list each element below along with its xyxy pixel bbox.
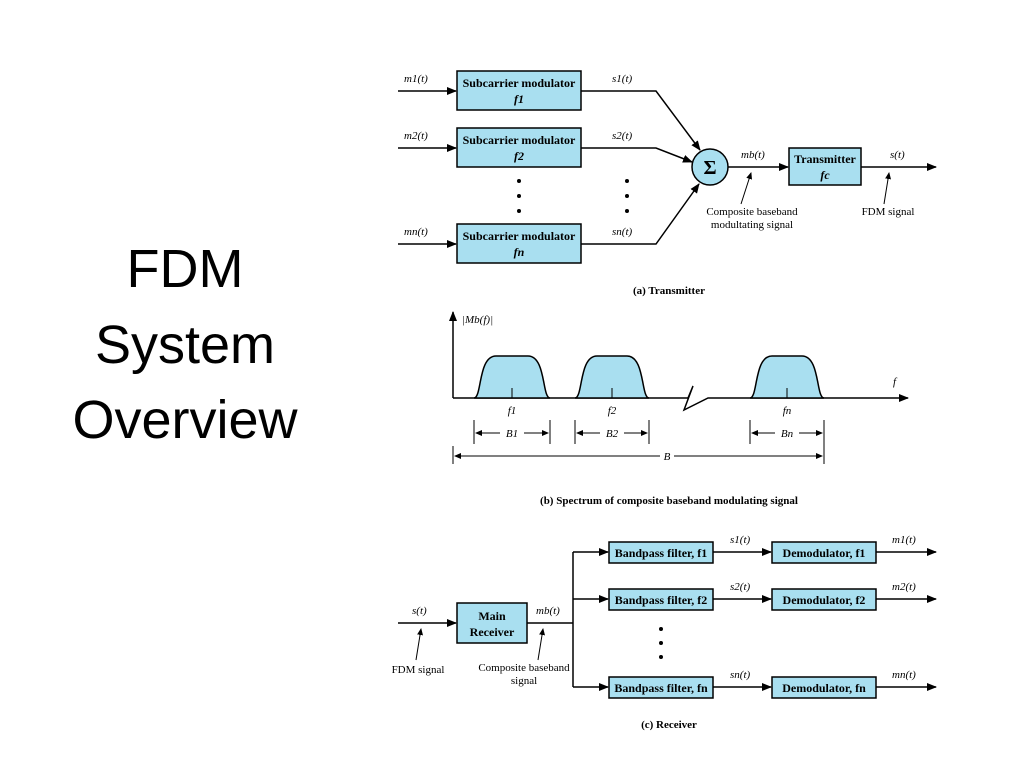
tx-output-signal: s(t) bbox=[890, 149, 905, 161]
baseband-note-2: modultating signal bbox=[711, 219, 793, 231]
title-line-3: Overview bbox=[72, 390, 298, 451]
baseband-note-1: Composite baseband bbox=[706, 206, 798, 218]
modulator-2-freq: f2 bbox=[514, 149, 524, 163]
tx-input-2: m2(t) bbox=[404, 130, 428, 142]
summer-symbol: Σ bbox=[703, 157, 716, 179]
demodulator-2-label: Demodulator, f2 bbox=[783, 593, 866, 607]
rx-baseband-pointer bbox=[537, 628, 546, 661]
modulator-1-freq: f1 bbox=[514, 92, 524, 106]
rx-baseband-signal: mb(t) bbox=[536, 605, 560, 617]
total-bandwidth: B bbox=[664, 451, 671, 463]
receiver-diagram: s(t) FDM signal Main Receiver mb(t) Comp… bbox=[392, 534, 937, 731]
fdm-pointer bbox=[883, 172, 892, 205]
rx-dots bbox=[659, 627, 663, 631]
bandpass-filter-n-label: Bandpass filter, fn bbox=[614, 681, 708, 695]
rx-output-1: m1(t) bbox=[892, 534, 916, 546]
transmitter-caption: (a) Transmitter bbox=[633, 285, 705, 297]
demodulator-1-label: Demodulator, f1 bbox=[783, 546, 866, 560]
transmitter-diagram: m1(t) m2(t) mn(t) Subcarrier modulator f… bbox=[398, 70, 937, 297]
bandwidth-n: Bn bbox=[781, 428, 794, 440]
transmitter-label: Transmitter bbox=[794, 152, 856, 166]
tx-input-3: mn(t) bbox=[404, 226, 428, 238]
main-receiver-line-2: Receiver bbox=[470, 625, 515, 639]
spectrum-center-2: f2 bbox=[608, 405, 617, 417]
slide-title: FDM System Overview bbox=[40, 232, 330, 459]
tx-output-n: sn(t) bbox=[612, 226, 633, 238]
transmitter-freq: fc bbox=[820, 168, 830, 182]
tx-input-1: m1(t) bbox=[404, 73, 428, 85]
tx-output-note: FDM signal bbox=[862, 206, 915, 218]
modulator-n-label: Subcarrier modulator bbox=[463, 229, 576, 243]
tx-path-2 bbox=[581, 147, 693, 163]
tx-path-1 bbox=[581, 90, 701, 151]
modulator-1-label: Subcarrier modulator bbox=[463, 76, 576, 90]
tx-baseband-signal: mb(t) bbox=[741, 149, 765, 161]
tx-output-2: s2(t) bbox=[612, 130, 633, 142]
bandwidth-2: B2 bbox=[606, 428, 619, 440]
spectrum-center-1: f1 bbox=[508, 405, 517, 417]
tx-dots-right bbox=[625, 179, 629, 183]
rx-filter-output-n: sn(t) bbox=[730, 669, 751, 681]
rx-fdm-pointer bbox=[415, 628, 424, 661]
spectrum-center-n: fn bbox=[783, 405, 792, 417]
spectrum-caption: (b) Spectrum of composite baseband modul… bbox=[540, 495, 798, 507]
spectrum-y-label: |Mb(f)| bbox=[462, 314, 493, 326]
demodulator-n-label: Demodulator, fn bbox=[782, 681, 866, 695]
modulator-2-label: Subcarrier modulator bbox=[463, 133, 576, 147]
subcarrier-modulator-n bbox=[456, 223, 582, 264]
baseband-pointer bbox=[740, 172, 753, 205]
rx-filter-output-1: s1(t) bbox=[730, 534, 751, 546]
rx-output-n: mn(t) bbox=[892, 669, 916, 681]
spectrum-band-2 bbox=[574, 355, 650, 399]
receiver-caption: (c) Receiver bbox=[641, 719, 697, 731]
tx-path-n bbox=[581, 183, 700, 245]
rx-baseband-note-1: Composite baseband bbox=[478, 662, 570, 674]
title-line-2: System bbox=[94, 314, 276, 375]
spectrum-diagram: |Mb(f)| f f1 f2 fn B1 B2 Bn B (b) S bbox=[449, 311, 909, 507]
main-receiver-box bbox=[456, 602, 528, 644]
subcarrier-modulator-1 bbox=[456, 70, 582, 111]
bandpass-filter-2-label: Bandpass filter, f2 bbox=[615, 593, 708, 607]
rx-filter-output-2: s2(t) bbox=[730, 581, 751, 593]
tx-output-1: s1(t) bbox=[612, 73, 633, 85]
tx-dots-left bbox=[517, 179, 521, 183]
spectrum-band-n bbox=[749, 355, 825, 399]
rx-baseband-note-2: signal bbox=[511, 675, 537, 687]
modulator-n-freq: fn bbox=[514, 245, 525, 259]
rx-input-signal: s(t) bbox=[412, 605, 427, 617]
bandwidth-1: B1 bbox=[506, 428, 518, 440]
spectrum-x-label: f bbox=[893, 376, 898, 388]
rx-input-note: FDM signal bbox=[392, 664, 445, 676]
rx-output-2: m2(t) bbox=[892, 581, 916, 593]
bandpass-filter-1-label: Bandpass filter, f1 bbox=[615, 546, 708, 560]
spectrum-band-1 bbox=[473, 355, 551, 399]
subcarrier-modulator-2 bbox=[456, 127, 582, 168]
title-line-1: FDM bbox=[126, 239, 244, 299]
main-receiver-line-1: Main bbox=[478, 609, 506, 623]
